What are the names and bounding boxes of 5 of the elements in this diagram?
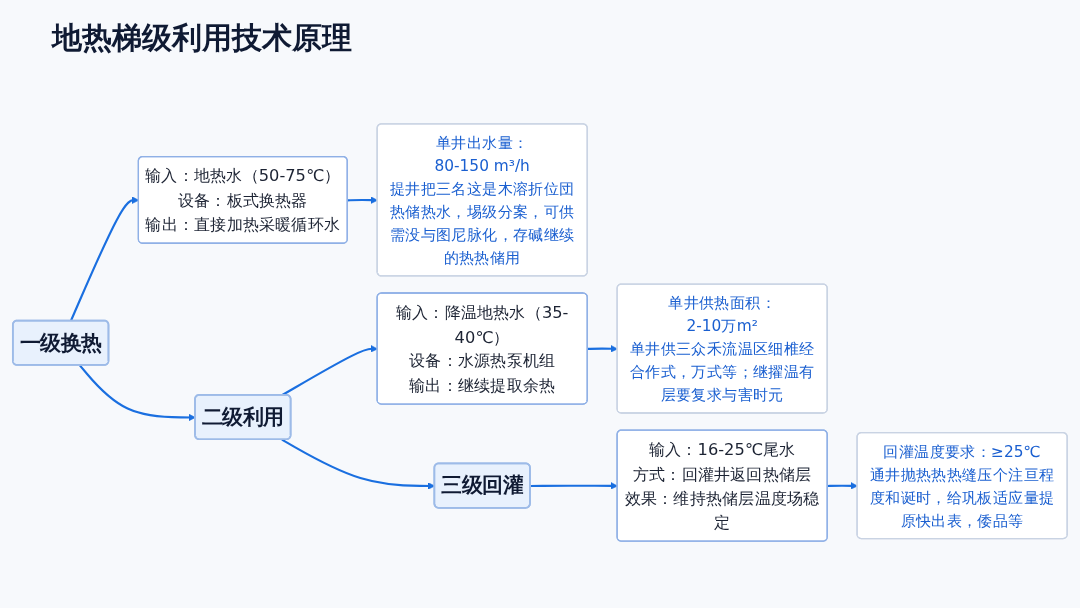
arrow xyxy=(347,196,378,204)
arrow xyxy=(827,482,858,490)
arrow xyxy=(530,482,618,490)
title: 地热梯级利用技术原理 xyxy=(52,19,353,57)
arrow xyxy=(587,345,618,353)
